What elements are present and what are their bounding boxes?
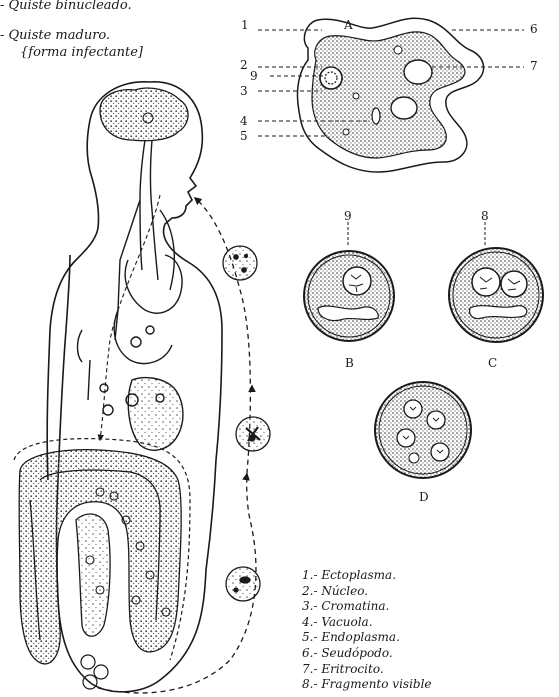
cyst-C bbox=[449, 248, 543, 342]
large-intestine bbox=[19, 450, 181, 664]
cyst-B-callout: 9 bbox=[344, 209, 352, 223]
legend: 1.- Ectoplasma. 2.- Núcleo. 3.- Cromatin… bbox=[302, 568, 432, 693]
callout-5: 5 bbox=[240, 129, 248, 143]
callout-4: 4 bbox=[240, 114, 248, 128]
cyst-B bbox=[304, 251, 394, 341]
legend-item: 1.- Ectoplasma. bbox=[302, 568, 432, 584]
excreted-cysts bbox=[81, 655, 108, 689]
cyst-B-caption: B bbox=[345, 356, 354, 370]
cyst-C-caption: C bbox=[488, 356, 497, 370]
legend-item: 4.- Vacuola. bbox=[302, 615, 432, 631]
callout-2: 2 bbox=[240, 58, 248, 72]
legend-item: 6.- Seudópodo. bbox=[302, 646, 432, 662]
internal-organs bbox=[78, 140, 183, 450]
legend-item: 2.- Núcleo. bbox=[302, 584, 432, 600]
legend-item: 3.- Cromatina. bbox=[302, 599, 432, 615]
cyst-D bbox=[375, 382, 471, 478]
legend-item: 8.- Fragmento visible bbox=[302, 677, 432, 693]
legend-item: 5.- Endoplasma. bbox=[302, 630, 432, 646]
callout-3: 3 bbox=[240, 84, 248, 98]
callout-7: 7 bbox=[530, 59, 538, 73]
cyst-D-caption: D bbox=[419, 490, 429, 504]
legend-item: 7.- Eritrocito. bbox=[302, 662, 432, 678]
cyst-C-callout: 8 bbox=[481, 209, 489, 223]
callout-1: 1 bbox=[241, 18, 249, 32]
trophozoite-A bbox=[297, 18, 483, 172]
cycle-cysts bbox=[223, 246, 270, 601]
trophozoite-caption: A bbox=[344, 18, 353, 32]
callout-9: 9 bbox=[250, 69, 258, 83]
callout-6: 6 bbox=[530, 22, 538, 36]
